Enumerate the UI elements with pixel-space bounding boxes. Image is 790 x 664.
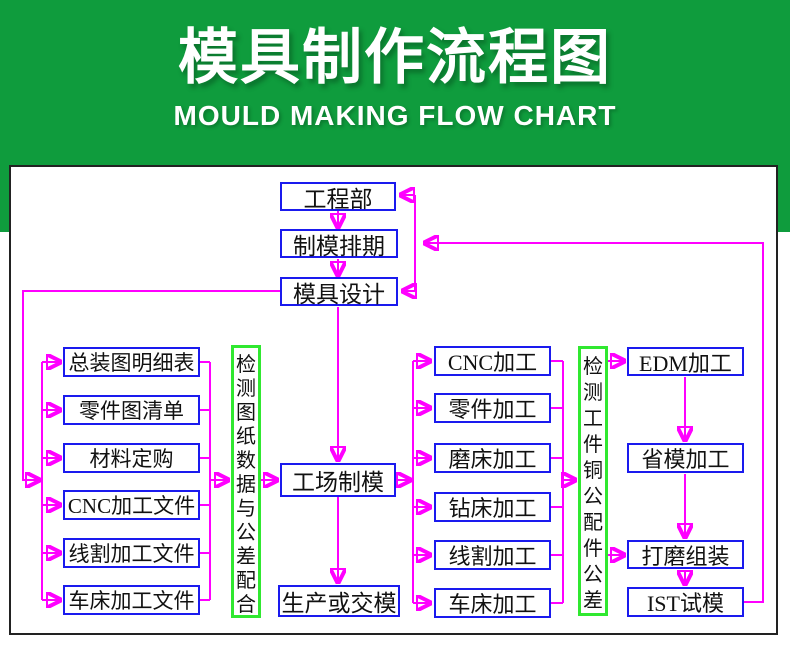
node-lathe-machining: 车床加工 [434, 588, 551, 618]
check-drawing-data-tolerance: 检测图纸数据与公差配合 [231, 345, 261, 618]
node-lathe-machining-file: 车床加工文件 [63, 585, 200, 615]
node-drilling-machining: 钻床加工 [434, 492, 551, 522]
node-mould-polishing: 省模加工 [627, 443, 744, 473]
page-title: 模具制作流程图 [178, 24, 612, 91]
page-subtitle: MOULD MAKING FLOW CHART [173, 100, 617, 131]
node-grinding-machining: 磨床加工 [434, 443, 551, 473]
node-cnc-machining-file: CNC加工文件 [63, 490, 200, 520]
node-wirecut-machining: 线割加工 [434, 540, 551, 570]
node-mould-making-schedule: 制模排期 [280, 229, 398, 259]
node-assembly-drawing-list: 总装图明细表 [63, 347, 200, 377]
check-workpiece-electrode-tolerance: 检测工件铜公配件公差 [578, 346, 608, 616]
node-production-or-delivery: 生产或交模 [278, 585, 400, 617]
node-grind-assembly: 打磨组装 [627, 540, 744, 569]
node-engineering-dept: 工程部 [280, 182, 396, 212]
node-mould-design: 模具设计 [280, 277, 398, 307]
node-parts-drawing-list: 零件图清单 [63, 395, 200, 425]
node-ist-mould-trial: IST试模 [627, 587, 744, 617]
node-cnc-machining: CNC加工 [434, 346, 551, 376]
node-material-purchase: 材料定购 [63, 443, 200, 473]
node-edm-machining: EDM加工 [627, 347, 744, 376]
node-parts-machining: 零件加工 [434, 393, 551, 423]
node-workshop-mould-making: 工场制模 [280, 463, 396, 497]
node-wirecut-machining-file: 线割加工文件 [63, 538, 200, 568]
